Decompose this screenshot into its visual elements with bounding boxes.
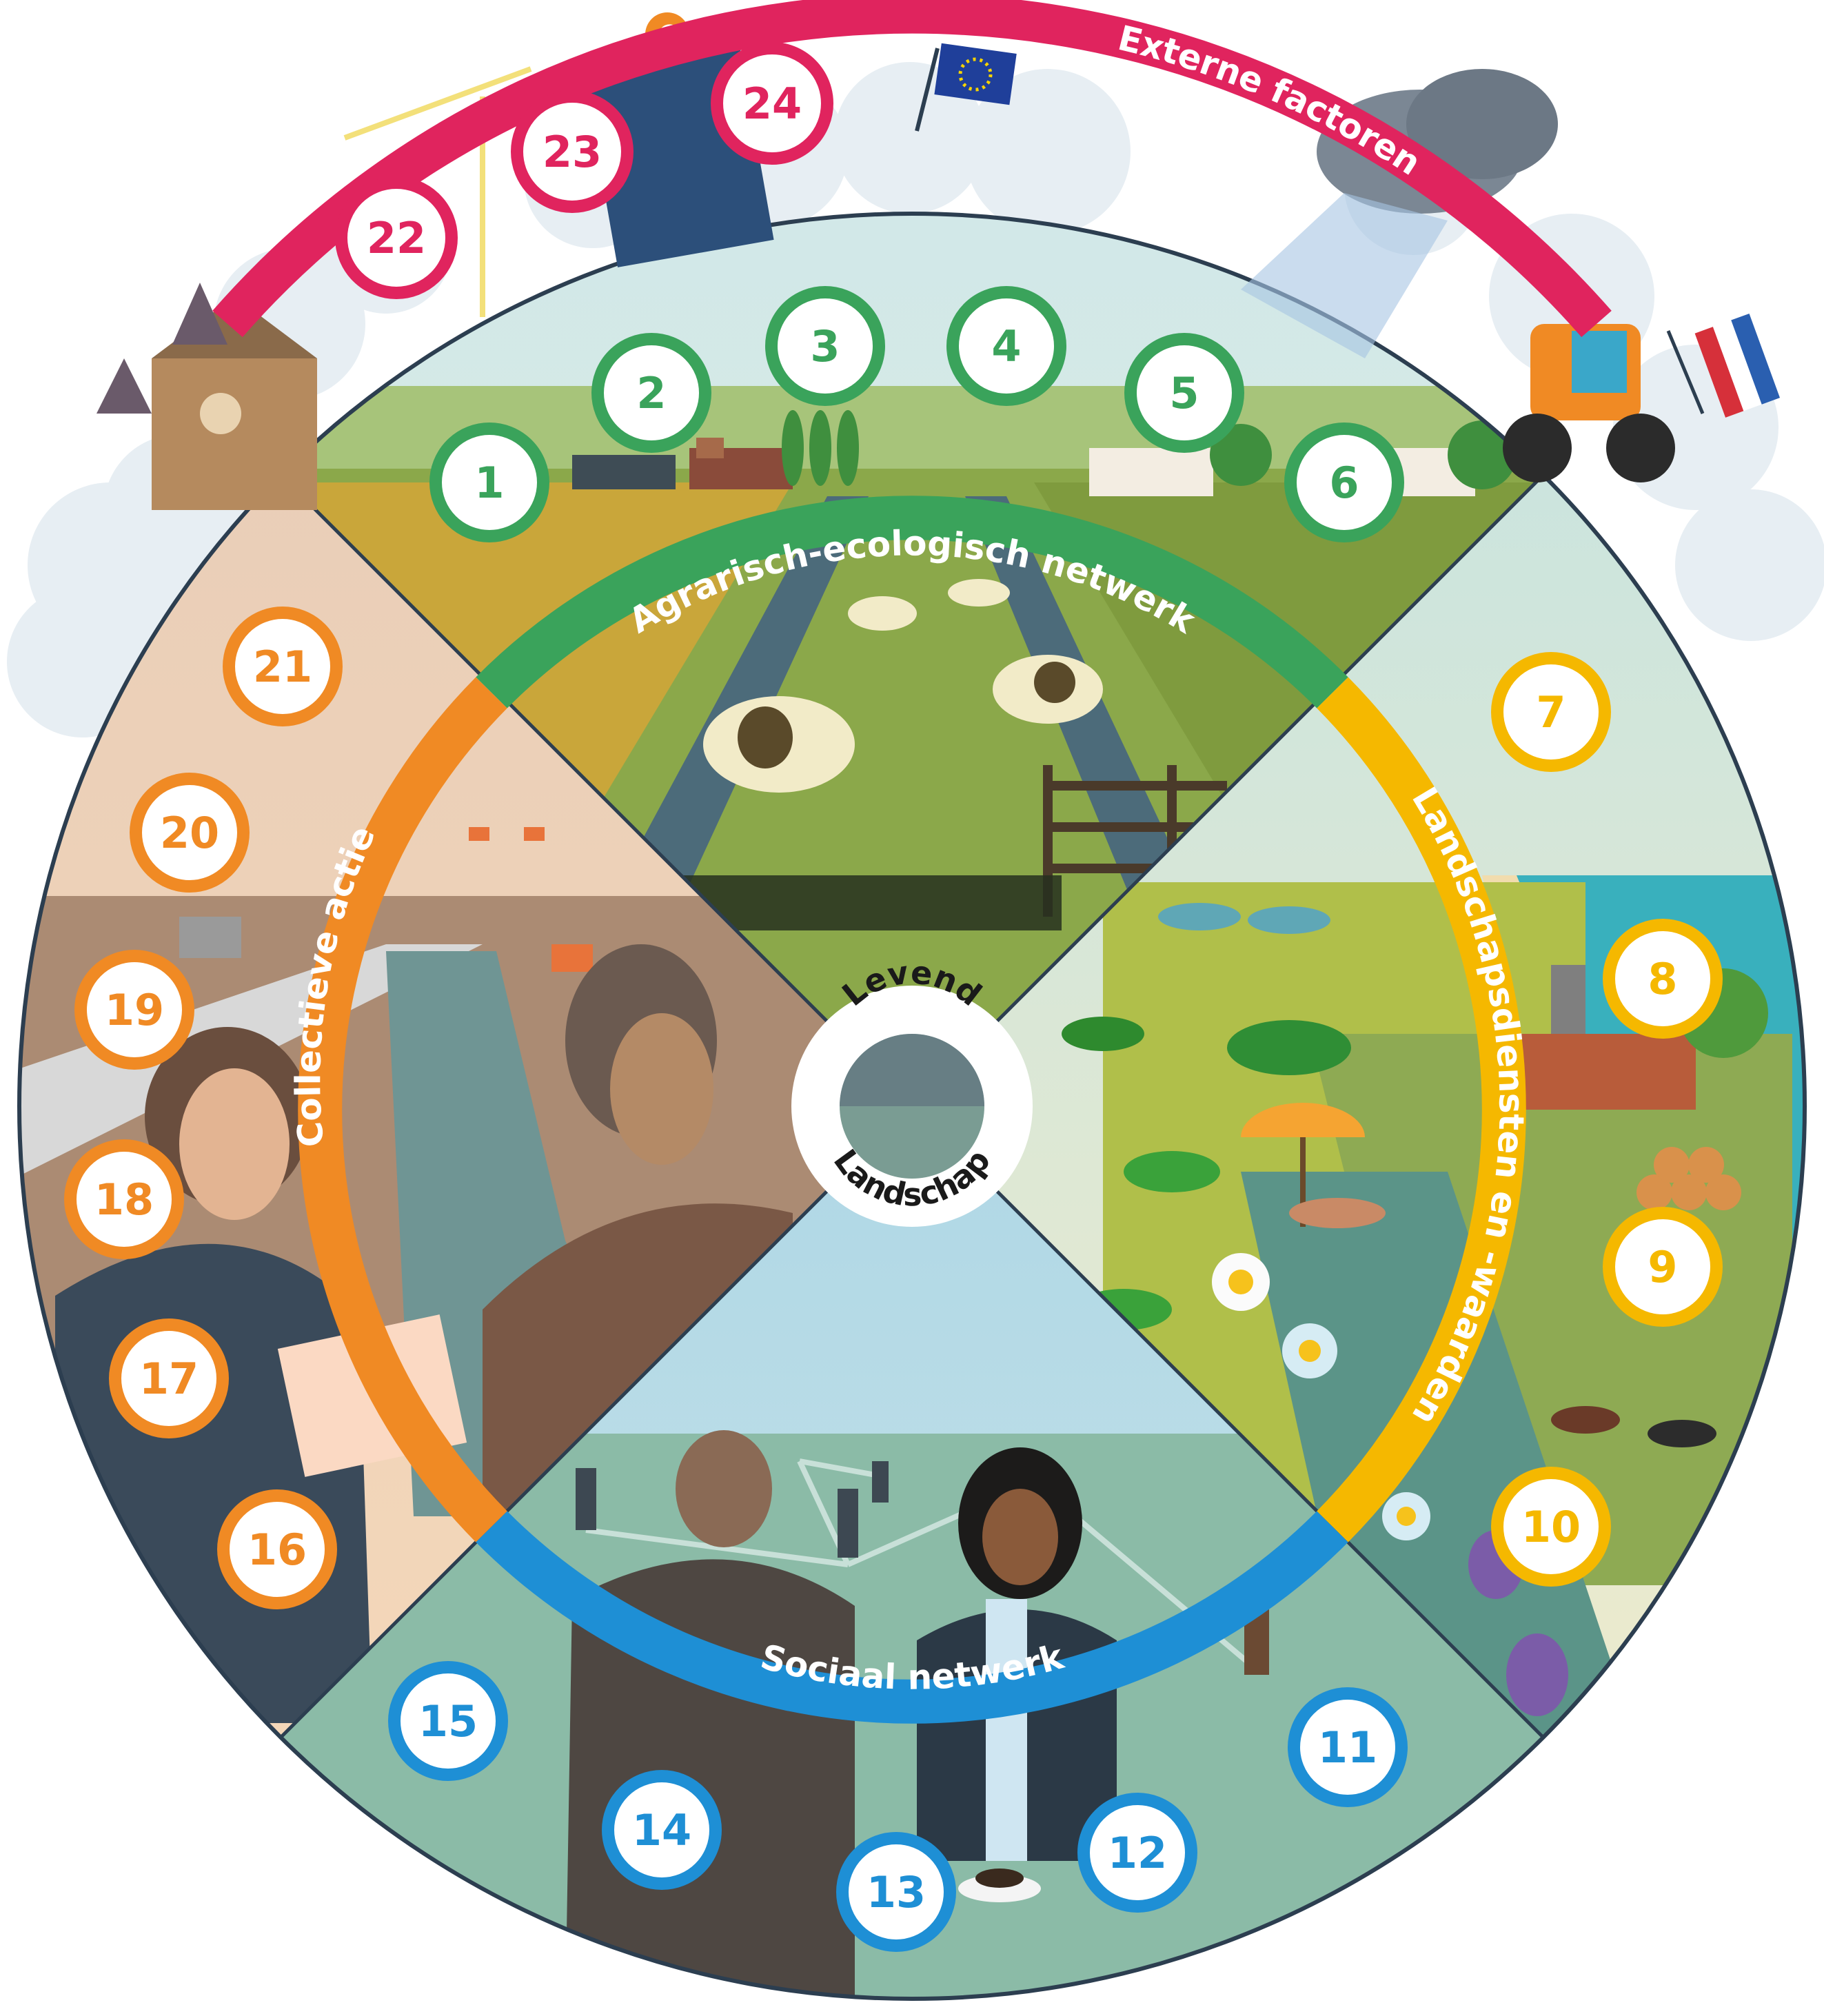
church-icon bbox=[97, 283, 317, 510]
farm-buildings bbox=[572, 438, 793, 489]
ring-arc-sociaal bbox=[476, 1511, 1348, 1724]
number-badge-7: 7 bbox=[1491, 652, 1611, 772]
dutch-flag-icon bbox=[1666, 313, 1781, 418]
bluebell-flowers bbox=[1468, 1530, 1568, 1716]
parasol-sunbather bbox=[1241, 1103, 1386, 1228]
external-badge-label: 22 bbox=[367, 213, 426, 263]
number-badge-label: 17 bbox=[139, 1354, 199, 1404]
number-badge-label: 3 bbox=[810, 321, 840, 371]
number-badge-label: 2 bbox=[636, 368, 666, 418]
external-badge-24: 24 bbox=[711, 42, 833, 165]
number-badge-label: 15 bbox=[418, 1696, 478, 1747]
number-badge-label: 16 bbox=[247, 1525, 307, 1575]
number-badge-label: 4 bbox=[991, 321, 1021, 371]
log-pile bbox=[1636, 1147, 1741, 1210]
number-badge-label: 7 bbox=[1536, 687, 1565, 737]
surveyor-flags bbox=[469, 827, 593, 972]
trees bbox=[782, 410, 1517, 489]
plants-foreground bbox=[1062, 1017, 1351, 1330]
coffee-cup bbox=[958, 1869, 1041, 1902]
number-badge-label: 6 bbox=[1329, 458, 1359, 508]
number-badge-8: 8 bbox=[1603, 919, 1723, 1039]
number-badge-label: 10 bbox=[1521, 1502, 1581, 1552]
ring-arc-agrarisch bbox=[476, 496, 1348, 709]
center-badge: Levend Landschap bbox=[791, 953, 1033, 1227]
number-badge-label: 8 bbox=[1648, 954, 1677, 1004]
number-badge-label: 5 bbox=[1169, 368, 1199, 418]
number-badge-label: 14 bbox=[632, 1805, 691, 1855]
number-badge-label: 1 bbox=[474, 458, 504, 508]
external-badge-label: 23 bbox=[543, 127, 602, 177]
number-badge-15: 15 bbox=[388, 1661, 508, 1781]
number-badge-label: 9 bbox=[1648, 1242, 1677, 1292]
ring-arc-landschap bbox=[1317, 677, 1526, 1542]
number-badge-21: 21 bbox=[223, 607, 343, 726]
number-badge-13: 13 bbox=[836, 1832, 956, 1952]
water-basins bbox=[1158, 903, 1330, 934]
ring-arc-collectief bbox=[298, 677, 507, 1542]
number-badge-10: 10 bbox=[1491, 1467, 1611, 1587]
number-badge-12: 12 bbox=[1077, 1793, 1197, 1913]
number-badge-label: 18 bbox=[94, 1174, 154, 1225]
number-badge-9: 9 bbox=[1603, 1207, 1723, 1327]
inner-ring bbox=[298, 496, 1526, 1724]
external-badge-22: 22 bbox=[335, 176, 458, 299]
number-badge-20: 20 bbox=[130, 773, 250, 893]
number-badge-label: 13 bbox=[867, 1867, 926, 1917]
external-badge-23: 23 bbox=[511, 90, 634, 213]
number-badge-6: 6 bbox=[1284, 422, 1404, 542]
number-badge-17: 17 bbox=[109, 1318, 229, 1438]
number-badge-label: 11 bbox=[1318, 1722, 1377, 1773]
number-badge-2: 2 bbox=[591, 333, 711, 453]
number-badge-19: 19 bbox=[74, 950, 194, 1070]
number-badge-5: 5 bbox=[1124, 333, 1244, 453]
cows bbox=[703, 579, 1103, 793]
external-arc bbox=[212, 0, 1612, 338]
number-badge-3: 3 bbox=[765, 286, 885, 406]
number-badge-label: 20 bbox=[160, 808, 219, 858]
number-badge-18: 18 bbox=[64, 1139, 184, 1259]
flowers bbox=[1212, 1253, 1430, 1540]
number-badge-11: 11 bbox=[1288, 1687, 1408, 1807]
external-badge-label: 24 bbox=[742, 79, 802, 129]
tractor-icon bbox=[1503, 324, 1675, 482]
number-badge-1: 1 bbox=[429, 422, 549, 542]
number-badge-label: 21 bbox=[253, 642, 312, 692]
number-badge-label: 19 bbox=[105, 985, 164, 1035]
excavator bbox=[179, 917, 241, 958]
eu-flag-icon bbox=[915, 43, 1017, 132]
number-badge-4: 4 bbox=[946, 286, 1066, 406]
ducks bbox=[1551, 1406, 1716, 1447]
number-badge-16: 16 bbox=[217, 1489, 337, 1609]
circle-outline bbox=[17, 212, 1807, 2001]
number-badge-14: 14 bbox=[602, 1770, 722, 1890]
number-badge-label: 12 bbox=[1108, 1828, 1167, 1878]
